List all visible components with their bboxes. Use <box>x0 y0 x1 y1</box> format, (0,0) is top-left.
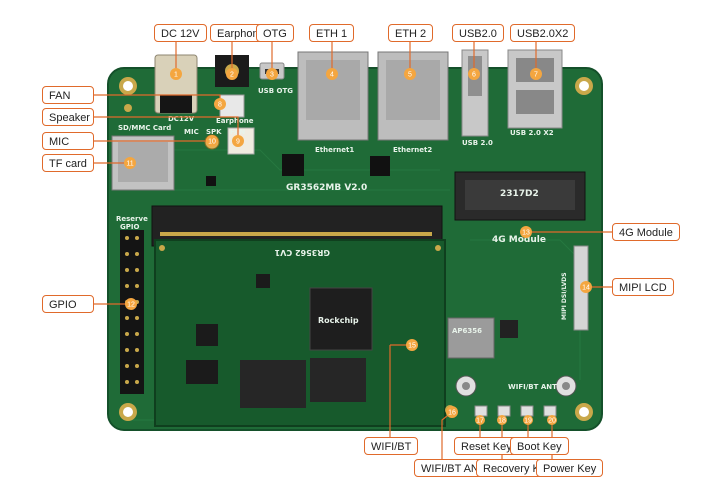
soc-chip <box>309 287 373 351</box>
svg-text:13: 13 <box>522 230 530 237</box>
silk-board-name: GR3562MB V2.0 <box>286 183 367 193</box>
label-boot-key: Boot Key <box>510 437 569 455</box>
label-speaker: Speaker <box>42 108 94 126</box>
svg-text:6: 6 <box>472 72 476 79</box>
gpio-header <box>120 230 144 394</box>
svg-text:12: 12 <box>127 302 135 309</box>
label-fan: FAN <box>42 86 94 104</box>
label-usb20: USB2.0 <box>452 24 504 42</box>
svg-text:15: 15 <box>408 343 416 350</box>
silk-modem-slot: 2317D2 <box>500 189 539 199</box>
label-mipi-lcd: MIPI LCD <box>612 278 674 296</box>
wifi-module <box>447 317 495 359</box>
silk-reserve: Reserve <box>116 215 148 223</box>
svg-text:10: 10 <box>208 139 216 146</box>
silk-earphone: Earphone <box>216 117 254 125</box>
svg-text:7: 7 <box>534 72 538 79</box>
label-power-key: Power Key <box>536 459 604 477</box>
svg-text:9: 9 <box>236 139 240 146</box>
label-wifi-bt-ant: WIFI/BT ANT <box>414 459 493 477</box>
silk-4g-module: 4G Module <box>492 235 546 245</box>
silk-soc: Rockchip <box>318 316 359 325</box>
svg-text:17: 17 <box>476 418 484 425</box>
svg-text:3: 3 <box>270 72 274 79</box>
number-badges: 1 2 3 4 5 6 7 8 9 10 11 12 13 14 15 16 1… <box>124 68 592 425</box>
svg-text:4: 4 <box>330 72 334 79</box>
silk-usb-otg: USB OTG <box>258 87 293 95</box>
label-gpio: GPIO <box>42 295 94 313</box>
label-mic: MIC <box>42 132 94 150</box>
label-eth2: ETH 2 <box>388 24 434 42</box>
svg-text:19: 19 <box>524 418 532 425</box>
svg-text:5: 5 <box>408 72 412 79</box>
label-eth1: ETH 1 <box>309 24 355 42</box>
label-tf-card: TF card <box>42 154 94 172</box>
silk-eth1: Ethernet1 <box>315 146 354 154</box>
silk-usb2x2: USB 2.0 X2 <box>510 129 554 137</box>
label-4g-module: 4G Module <box>612 223 680 241</box>
mounting-holes <box>119 77 593 421</box>
label-usb20x2: USB2.0X2 <box>510 24 576 42</box>
svg-text:1: 1 <box>174 72 178 79</box>
label-otg: OTG <box>256 24 294 42</box>
silk-usb2: USB 2.0 <box>462 139 493 147</box>
label-dc12v: DC 12V <box>154 24 207 42</box>
svg-text:2: 2 <box>230 72 234 79</box>
svg-text:8: 8 <box>218 102 222 109</box>
memory-chip <box>240 360 306 408</box>
svg-text:14: 14 <box>582 285 590 292</box>
svg-text:20: 20 <box>548 418 556 425</box>
silk-spk: SPK <box>206 128 222 136</box>
svg-text:18: 18 <box>498 418 506 425</box>
emmc-chip <box>310 358 366 402</box>
svg-text:11: 11 <box>126 161 133 168</box>
silk-wifi-ant: WIFI/BT ANT <box>508 383 557 391</box>
label-wifi-bt: WIFI/BT <box>364 437 419 455</box>
silk-wifi-chip: AP6356 <box>452 327 482 335</box>
svg-text:16: 16 <box>448 410 456 417</box>
silk-eth2: Ethernet2 <box>393 146 432 154</box>
label-reset-key: Reset Key <box>454 437 519 455</box>
silk-gpio: GPIO <box>120 223 139 231</box>
silk-mic: MIC <box>184 128 199 136</box>
silk-sdmmc: SD/MMC Card <box>118 124 171 132</box>
silk-core-name: GR3562 CV1 <box>274 248 330 257</box>
silk-dc: DC12V <box>168 115 195 123</box>
silk-mipi: MIPI DSI/LVDS <box>561 272 568 320</box>
